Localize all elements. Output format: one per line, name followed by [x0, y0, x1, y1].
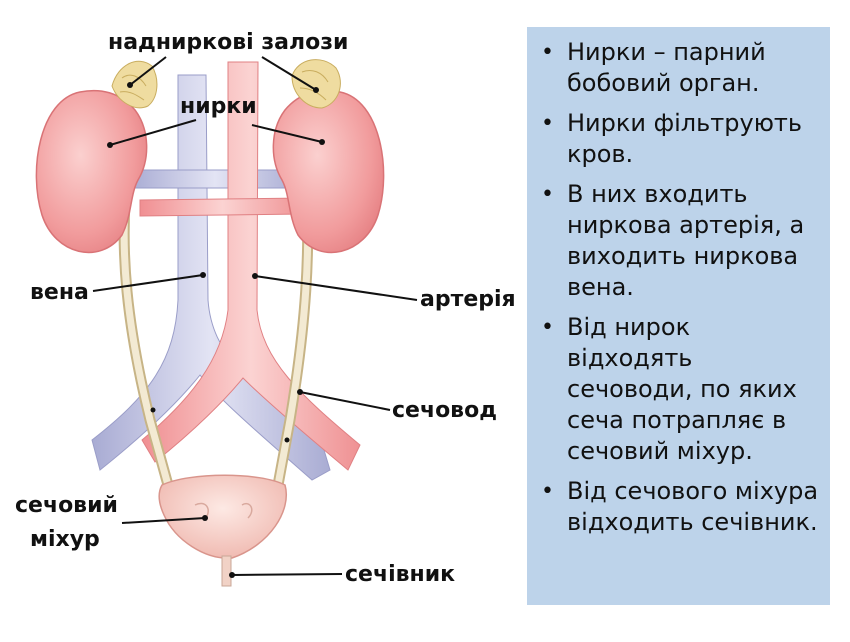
- bullet-icon: •: [541, 182, 554, 207]
- label-vein: вена: [30, 280, 89, 305]
- label-kidneys: нирки: [180, 94, 257, 119]
- bullet-icon: •: [541, 479, 554, 504]
- bullet-icon: •: [541, 40, 554, 65]
- label-bladder-line1: сечовий: [15, 493, 118, 518]
- facts-panel: • Нирки – парний бобовий орган. • Нирки фі…: [527, 27, 830, 605]
- fact-item: • Від нирок відходять сечоводи, по яких с…: [537, 312, 822, 467]
- left-kidney: [35, 89, 148, 254]
- label-adrenal-glands: надниркові залози: [108, 30, 349, 55]
- bullet-icon: •: [541, 111, 554, 136]
- label-artery: артерія: [420, 287, 516, 312]
- fact-text: В них входить ниркова артерія, а виходит…: [567, 180, 805, 301]
- fact-item: • Від сечового міхура відходить сечівник.: [537, 476, 822, 538]
- fact-item: • Нирки фільтрують кров.: [537, 108, 822, 170]
- fact-text: Нирки фільтрують кров.: [567, 109, 803, 168]
- label-ureter: сечовод: [392, 398, 497, 423]
- anatomy-illustration: [35, 56, 418, 587]
- label-bladder-line2: міхур: [30, 527, 100, 552]
- leader-lines: [92, 56, 418, 576]
- fact-item: • Нирки – парний бобовий орган.: [537, 37, 822, 99]
- urethra-tube: [221, 555, 232, 587]
- right-kidney: [272, 89, 385, 254]
- fact-text: Від сечового міхура відходить сечівник.: [567, 477, 819, 536]
- leader-dots: [107, 82, 325, 578]
- label-urethra: сечівник: [345, 562, 456, 587]
- fact-text: Від нирок відходять сечоводи, по яких се…: [567, 313, 797, 465]
- urinary-bladder: [158, 474, 287, 559]
- fact-text: Нирки – парний бобовий орган.: [567, 38, 766, 97]
- right-adrenal-gland: [291, 59, 341, 109]
- urinary-system-diagram: надниркові залози нирки вена артерія сеч…: [15, 30, 516, 587]
- fact-item: • В них входить ниркова артерія, а виходи…: [537, 179, 822, 303]
- bullet-icon: •: [541, 315, 554, 340]
- facts-list: • Нирки – парний бобовий орган. • Нирки фі…: [537, 37, 822, 538]
